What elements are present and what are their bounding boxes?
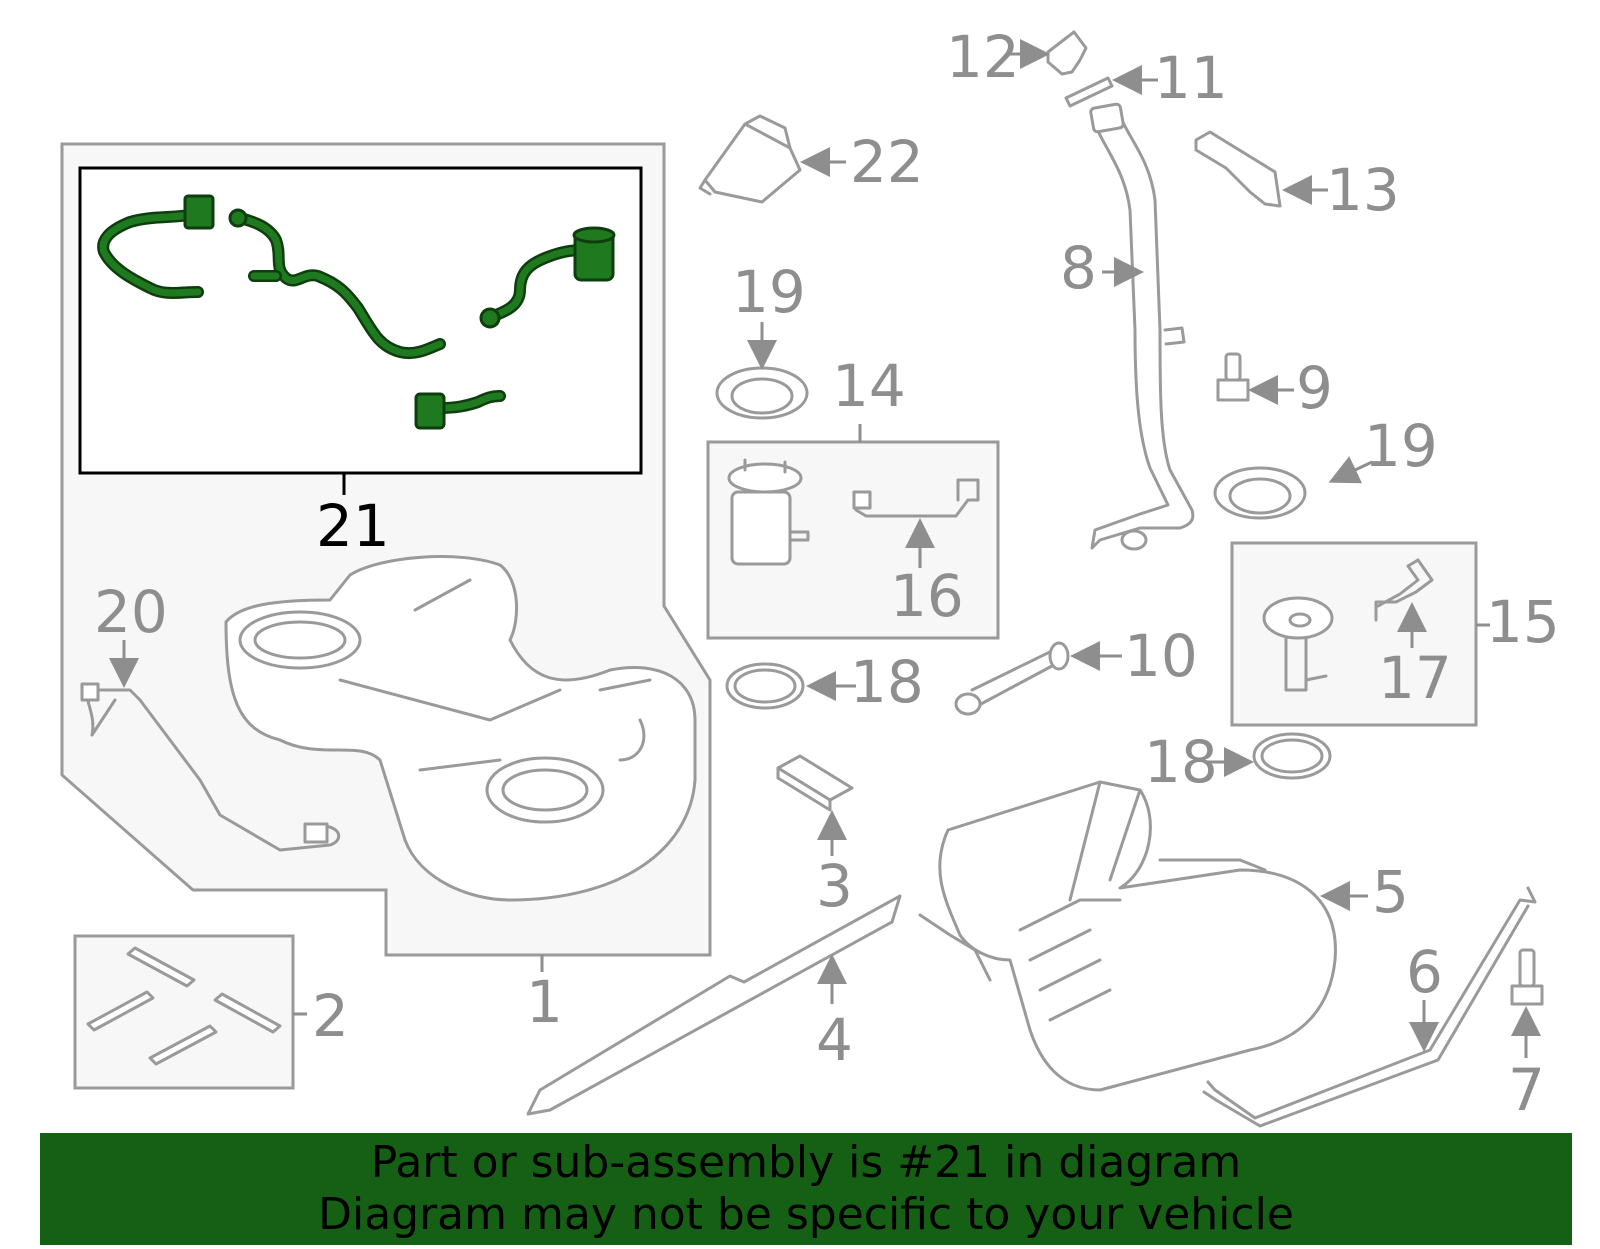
part-15-box <box>1230 541 1478 727</box>
part-19-ring-left <box>715 366 809 420</box>
callout-11: 11 <box>1154 44 1228 112</box>
fuel-pump-part-14 <box>727 458 810 566</box>
callout-12: 12 <box>946 23 1020 91</box>
part-10-hose <box>954 641 1070 716</box>
part-8-filler-pipe <box>1089 102 1195 551</box>
banner-line-1: Part or sub-assembly is #21 in diagram <box>370 1137 1242 1188</box>
part-9-bolt <box>1216 352 1250 402</box>
fuel-tank-part-1 <box>224 555 697 902</box>
part-12-cap <box>1046 30 1088 76</box>
callout-13: 13 <box>1326 156 1400 224</box>
callout-3: 3 <box>816 852 853 920</box>
part-5-heatshield <box>918 780 1337 1092</box>
part-22-module <box>698 114 802 204</box>
part-7-bolt <box>1510 948 1544 1006</box>
part-18-seal-left <box>725 662 805 710</box>
callout-14: 14 <box>832 352 906 420</box>
part-20-tube <box>80 682 341 852</box>
callout-19-left: 19 <box>732 258 806 326</box>
callout-4: 4 <box>816 1006 853 1074</box>
sender-part-16 <box>852 478 980 518</box>
info-banner: Part or sub-assembly is #21 in diagram D… <box>40 1133 1572 1245</box>
leader-lines <box>109 39 1541 1058</box>
callout-16: 16 <box>890 562 964 630</box>
part-18-seal-right <box>1252 732 1332 780</box>
callout-7: 7 <box>1508 1056 1545 1124</box>
callout-5: 5 <box>1372 858 1409 926</box>
callout-17: 17 <box>1378 644 1452 712</box>
callout-6: 6 <box>1406 938 1443 1006</box>
callout-18-left: 18 <box>850 648 924 716</box>
sender-part-15 <box>1262 596 1334 692</box>
part-11-oring <box>1064 76 1114 108</box>
callout-2: 2 <box>312 982 349 1050</box>
part-3-block <box>776 754 854 812</box>
callout-20: 20 <box>94 578 168 646</box>
part-2-strips <box>86 946 282 1066</box>
callout-19-right: 19 <box>1364 412 1438 480</box>
callout-9: 9 <box>1296 354 1333 422</box>
callout-8: 8 <box>1060 234 1097 302</box>
part-19-ring-right <box>1213 466 1307 520</box>
callout-21: 21 <box>316 492 390 560</box>
sensor-part-17 <box>1374 558 1434 622</box>
part-4-shield <box>526 894 902 1116</box>
callout-15: 15 <box>1486 588 1560 656</box>
callout-1: 1 <box>526 968 563 1036</box>
banner-line-2: Diagram may not be specific to your vehi… <box>318 1189 1294 1240</box>
part-13-part <box>1194 130 1282 208</box>
callout-18-right: 18 <box>1144 728 1218 796</box>
part-21-hoses[interactable] <box>97 194 616 430</box>
callout-10: 10 <box>1124 622 1198 690</box>
callout-22: 22 <box>850 128 924 196</box>
